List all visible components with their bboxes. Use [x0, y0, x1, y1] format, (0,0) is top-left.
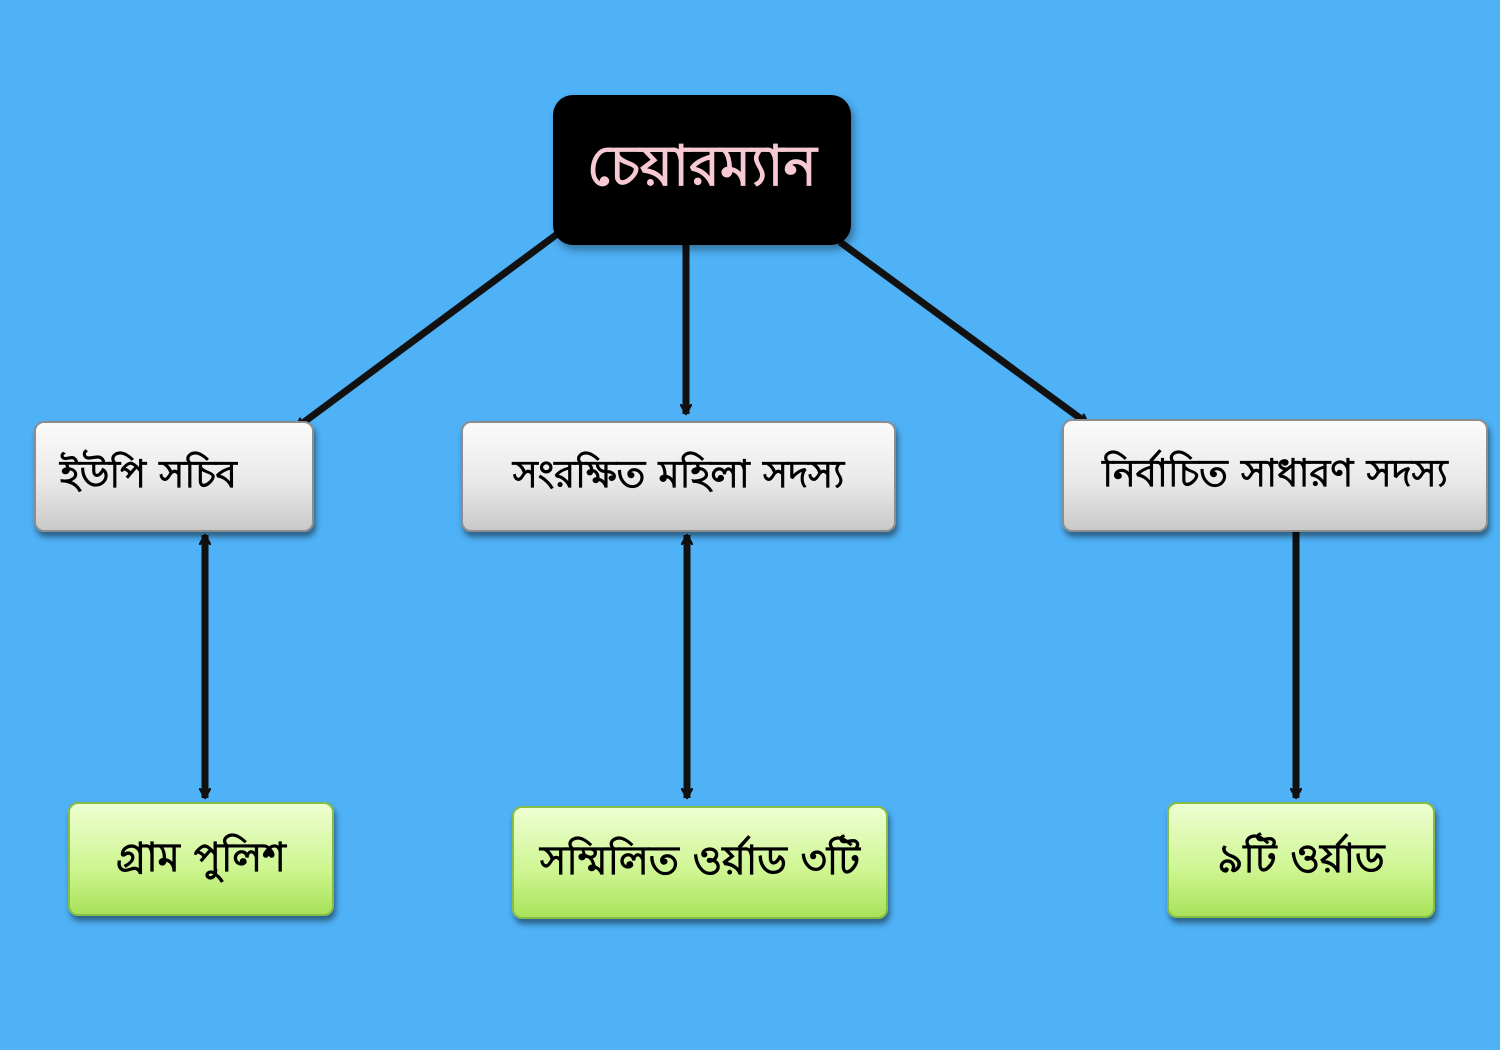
arrow-root-to-general: [837, 239, 1091, 427]
nine-wards-label: ৯টি ওর্য়াড: [1217, 835, 1385, 882]
up-secretary-label: ইউপি সচিব: [60, 451, 237, 496]
combined-wards-label: সম্মিলিত ওর্য়াড ৩টি: [540, 838, 860, 884]
village-police-node: গ্রাম পুলিশ: [68, 802, 334, 916]
nine-wards-node: ৯টি ওর্য়াড: [1167, 802, 1435, 918]
elected-general-member-label: নির্বাচিত সাধারণ সদস্য: [1102, 450, 1448, 495]
combined-wards-node: সম্মিলিত ওর্য়াড ৩টি: [512, 806, 888, 919]
reserved-women-member-node: সংরক্ষিত মহিলা সদস্য: [461, 421, 896, 532]
arrow-root-to-secretary: [293, 229, 563, 431]
up-secretary-node: ইউপি সচিব: [34, 421, 314, 532]
reserved-women-member-label: সংরক্ষিত মহিলা সদস্য: [512, 451, 845, 496]
village-police-label: গ্রাম পুলিশ: [116, 834, 286, 881]
chairman-node: চেয়ারম্যান: [553, 95, 851, 245]
chairman-label: চেয়ারম্যান: [587, 133, 817, 199]
elected-general-member-node: নির্বাচিত সাধারণ সদস্য: [1062, 419, 1488, 532]
